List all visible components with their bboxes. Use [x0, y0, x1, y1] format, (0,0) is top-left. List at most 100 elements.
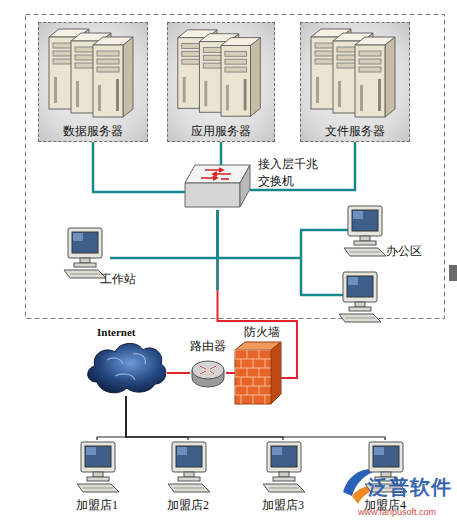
icon-part [241, 377, 242, 386]
watermark-text: 泛普软件 [368, 474, 452, 501]
icon-part [338, 81, 341, 107]
icon-part [235, 368, 271, 369]
icon-part [176, 446, 202, 467]
icon-part [221, 46, 250, 117]
icon-part [88, 343, 166, 392]
node-label: 防火墙 [244, 325, 280, 340]
computer-icon [248, 440, 318, 494]
node-label: Internet [97, 325, 136, 340]
icon-part [263, 484, 305, 492]
icon-part [98, 85, 101, 111]
icon-part [271, 342, 281, 404]
icon-part [93, 472, 103, 477]
server-icon [39, 23, 149, 123]
server-box: 数据服务器 [38, 22, 148, 142]
workstation-node: 工作站 [58, 226, 110, 280]
icon-part [235, 386, 271, 387]
icon-part [343, 272, 377, 302]
icon-part [271, 446, 297, 467]
network-link [167, 372, 190, 374]
icon-part [241, 359, 242, 368]
icon-part [97, 67, 119, 72]
icon-part [201, 176, 217, 180]
icon-part [339, 272, 381, 322]
network-link [250, 142, 355, 190]
icon-part [93, 37, 133, 45]
icon-part [359, 51, 381, 56]
icon-part [355, 45, 385, 117]
icon-part [81, 442, 115, 472]
router-node: 路由器 [190, 356, 226, 390]
trunk-line [216, 210, 219, 290]
icon-part [269, 488, 299, 489]
icon-part [253, 377, 254, 386]
lan-boundary [26, 15, 445, 319]
watermark-text: www.fanpusoft.com [358, 507, 436, 517]
icon-part [77, 442, 119, 492]
icon-part [235, 350, 271, 404]
icon-part [247, 368, 248, 377]
icon-part [354, 241, 376, 245]
server-box: 文件服务器 [300, 22, 410, 142]
icon-part [359, 67, 381, 72]
icon-part [253, 395, 254, 404]
icon-part [177, 447, 187, 455]
icon-part [235, 386, 236, 395]
node-label: 加盟店1 [62, 498, 132, 513]
icon-part [235, 350, 271, 351]
icon-part [221, 38, 260, 46]
icon-part [247, 350, 248, 359]
icon-part [272, 447, 282, 455]
icon-part [174, 488, 204, 489]
icon-part [80, 258, 90, 263]
icon-part [107, 354, 145, 380]
internet-cloud: Internet [85, 338, 167, 396]
network-link [126, 396, 188, 440]
icon-part [225, 59, 247, 64]
router-icon [190, 356, 226, 390]
icon-part [172, 442, 206, 472]
icon-part [259, 350, 260, 359]
icon-part [192, 361, 224, 379]
icon-part [185, 165, 250, 183]
icon-part [279, 472, 289, 477]
network-link [126, 396, 283, 440]
icon-part [235, 350, 236, 359]
icon-part [345, 318, 375, 319]
network-link [220, 142, 223, 165]
icon-part [353, 211, 363, 219]
icon-part [273, 477, 295, 481]
switch-node: 接入层千兆 交换机 [185, 165, 250, 210]
icon-part [86, 447, 96, 455]
network-link [226, 372, 235, 374]
icon-part [259, 368, 260, 377]
network-link [97, 396, 126, 440]
icon-part [235, 368, 236, 377]
network-link [93, 142, 185, 192]
icon-part [64, 270, 106, 278]
icon-part [378, 79, 381, 111]
icon-part [360, 85, 363, 111]
office-area: 办公区 [300, 200, 445, 305]
server-icon [301, 23, 411, 123]
icon-part [178, 477, 200, 481]
node-label: 接入层千兆 交换机 [258, 156, 322, 190]
icon-part [265, 377, 266, 386]
icon-part [253, 359, 254, 368]
icon-part [355, 302, 365, 307]
computer-icon [153, 440, 223, 494]
server-box: 应用服务器 [167, 22, 275, 142]
icon-part [374, 447, 384, 455]
computer-icon [62, 440, 132, 494]
icon-part [360, 236, 370, 241]
office-computers [300, 200, 445, 330]
icon-part [77, 484, 119, 492]
icon-part [259, 386, 260, 395]
store-node: 加盟店1 [62, 440, 132, 514]
icon-part [97, 51, 119, 56]
icon-part [168, 484, 210, 492]
node-label: 文件服务器 [301, 124, 409, 139]
icon-part [83, 488, 113, 489]
icon-part [349, 307, 371, 311]
firewall-node: 防火墙 [235, 342, 281, 404]
